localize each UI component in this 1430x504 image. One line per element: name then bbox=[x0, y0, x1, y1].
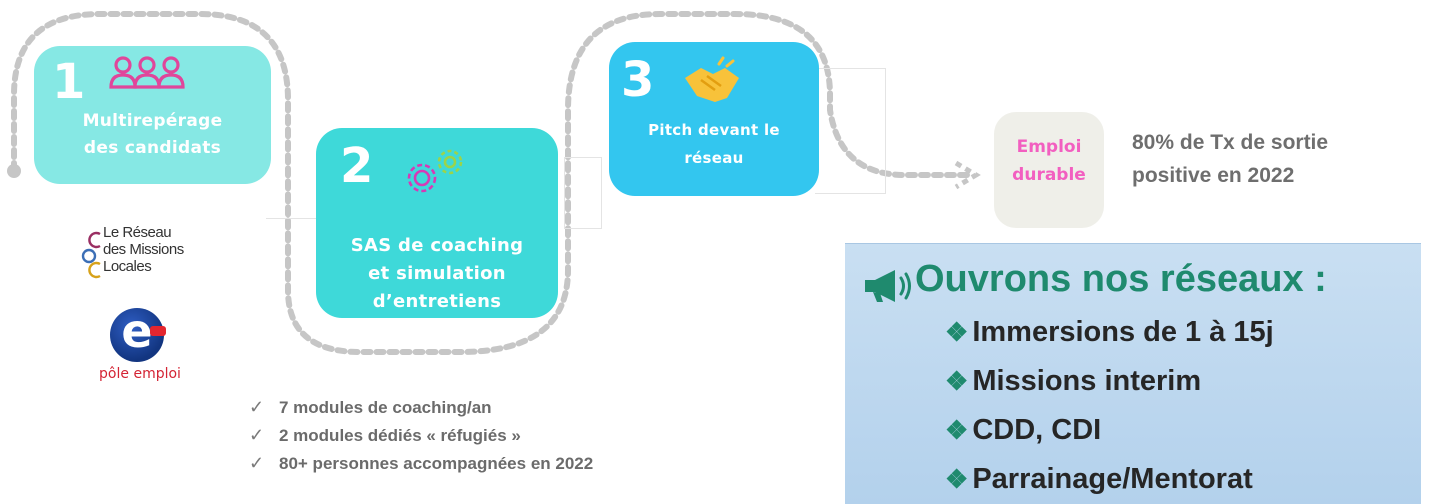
gears-icon bbox=[407, 149, 463, 193]
pole-emploi-logo: e pôle emploi bbox=[78, 304, 202, 392]
diamond-bullet-icon: ❖ bbox=[945, 464, 969, 494]
outcome-line1: Emploi bbox=[1016, 137, 1082, 157]
outcome-box: Emploi durable bbox=[994, 112, 1104, 228]
step-number: 3 bbox=[621, 52, 655, 108]
people-icon bbox=[109, 56, 185, 89]
achievements-list: ✓7 modules de coaching/an ✓2 modules déd… bbox=[249, 393, 593, 477]
list-item: ❖Missions interim bbox=[945, 365, 1202, 397]
step-2-label-line2: et simulation bbox=[368, 263, 506, 284]
step-1-label-line1: Multirepérage bbox=[82, 111, 223, 131]
missions-locales-mark-icon bbox=[81, 231, 101, 279]
path-start-dot bbox=[7, 164, 21, 178]
step-2-label-line3: d’entretiens bbox=[372, 291, 502, 312]
faint-box-mid bbox=[564, 157, 602, 229]
step-3-card: 3 Pitch devant le réseau bbox=[609, 42, 819, 196]
step-1-label-line2: des candidats bbox=[83, 138, 222, 158]
handshake-icon bbox=[685, 56, 739, 102]
step-2-label-line1: SAS de coaching bbox=[350, 235, 524, 256]
diamond-bullet-icon: ❖ bbox=[945, 366, 969, 396]
check-icon: ✓ bbox=[249, 425, 265, 445]
stat-line1: 80% de Tx de sortie bbox=[1132, 131, 1329, 154]
stat-text: 80% de Tx de sortie positive en 2022 bbox=[1132, 126, 1328, 192]
stat-line2: positive en 2022 bbox=[1132, 164, 1295, 187]
pole-emploi-letter: e bbox=[121, 304, 153, 358]
missions-locales-logo: Le Réseau des Missions Locales bbox=[80, 224, 205, 290]
list-item: ❖CDD, CDI bbox=[945, 414, 1102, 446]
list-item: ✓7 modules de coaching/an bbox=[249, 393, 593, 421]
check-icon: ✓ bbox=[249, 453, 265, 473]
list-item: ✓80+ personnes accompagnées en 2022 bbox=[249, 449, 593, 477]
megaphone-icon bbox=[865, 270, 911, 302]
diamond-bullet-icon: ❖ bbox=[945, 317, 969, 347]
pole-emploi-mark: e bbox=[110, 304, 166, 362]
list-item: ❖Immersions de 1 à 15j bbox=[945, 316, 1274, 348]
faint-box-right bbox=[815, 68, 886, 194]
missions-locales-line3: Locales bbox=[103, 258, 152, 275]
pole-emploi-caption: pôle emploi bbox=[99, 366, 181, 382]
step-2-card: 2 SAS de coaching et simulation d’entret… bbox=[316, 128, 558, 318]
step-number: 1 bbox=[52, 54, 86, 110]
outcome-line2: durable bbox=[1012, 165, 1086, 185]
panel-title: Ouvrons nos réseaux : bbox=[915, 258, 1327, 300]
step-number: 2 bbox=[340, 138, 374, 194]
step-1-card: 1 Multirepérage des candidats bbox=[34, 46, 271, 184]
step-3-label-line2: réseau bbox=[684, 149, 744, 167]
check-icon: ✓ bbox=[249, 397, 265, 417]
missions-locales-line1: Le Réseau bbox=[103, 224, 172, 241]
arrow-head-icon bbox=[954, 160, 981, 190]
list-item: ✓2 modules dédiés « réfugiés » bbox=[249, 421, 593, 449]
network-panel: Ouvrons nos réseaux : ❖Immersions de 1 à… bbox=[845, 243, 1421, 504]
missions-locales-line2: des Missions bbox=[103, 241, 184, 258]
list-item: ❖Parrainage/Mentorat bbox=[945, 463, 1253, 495]
diamond-bullet-icon: ❖ bbox=[945, 415, 969, 445]
step-3-label-line1: Pitch devant le bbox=[648, 121, 780, 139]
